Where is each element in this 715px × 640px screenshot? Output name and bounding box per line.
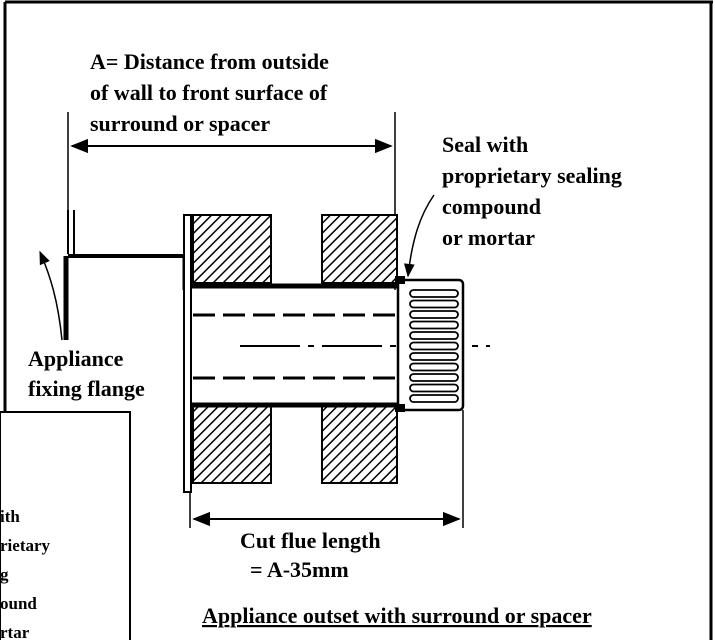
- grille-slot: [409, 383, 459, 393]
- flange-leader: [39, 250, 63, 341]
- appliance-fixing-flange: [63, 210, 186, 340]
- grille-slot: [409, 373, 459, 382]
- flue-terminal: [395, 276, 465, 412]
- seal-label: Seal with proprietary sealing compound o…: [442, 132, 627, 250]
- outer-frame: [3, 0, 713, 640]
- surround-spacer: [183, 214, 192, 493]
- cut-flue-label: Cut flue length = A-35mm: [240, 528, 386, 582]
- dimension-a-label: A= Distance from outside of wall to fron…: [90, 49, 334, 136]
- grille-slot: [409, 310, 459, 319]
- inset-box: [0, 411, 131, 640]
- grille-slot: [409, 362, 459, 372]
- grille-slot: [409, 341, 459, 351]
- flange-label: Appliance fixing flange: [28, 346, 145, 401]
- grille-slot: [409, 320, 459, 330]
- terminal-grille-slots: [409, 289, 459, 403]
- flue-pipe: [190, 283, 490, 408]
- seal-leader: [403, 194, 435, 278]
- dimension-cut-flue: [189, 410, 464, 528]
- grille-slot: [409, 352, 459, 361]
- wall-section: [192, 214, 398, 484]
- grille-slot: [409, 299, 459, 309]
- grille-slot: [409, 394, 459, 403]
- grille-slot: [409, 331, 459, 340]
- grille-slot: [409, 289, 459, 298]
- inset-label: ith rietary g ound rtar: [0, 507, 54, 640]
- diagram-caption: Appliance outset with surround or spacer: [202, 603, 592, 628]
